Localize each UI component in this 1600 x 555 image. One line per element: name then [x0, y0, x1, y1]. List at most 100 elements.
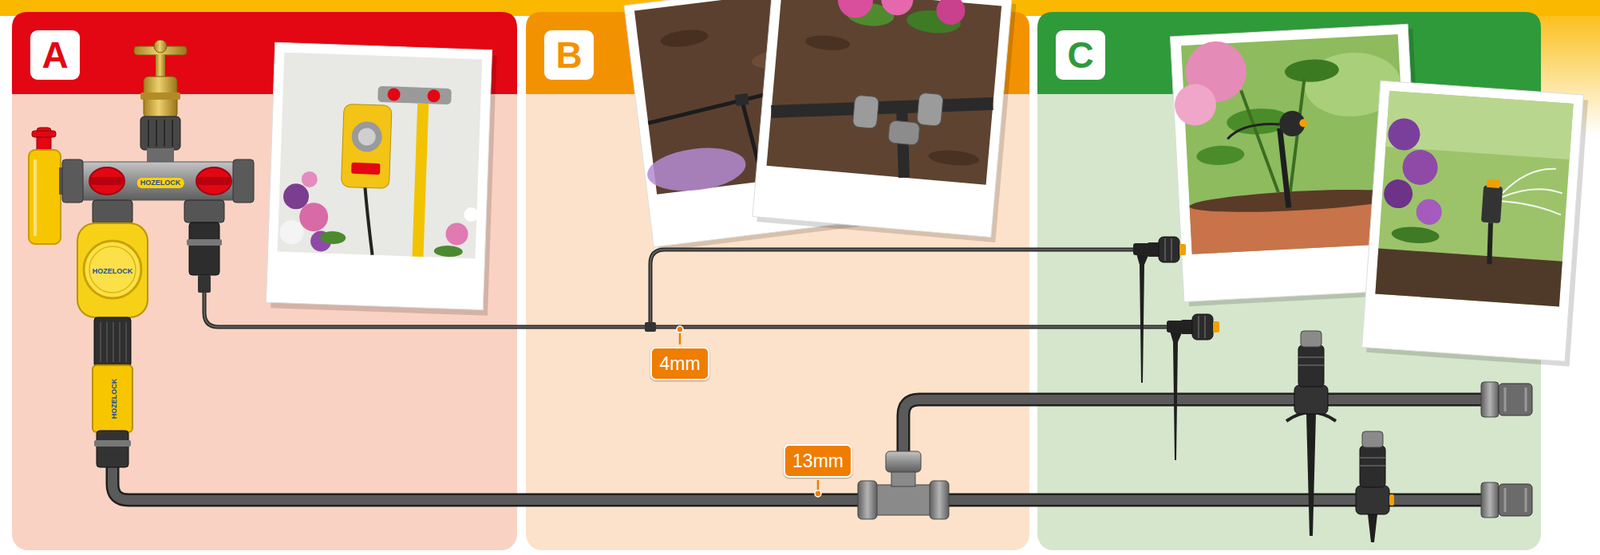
dripper — [1158, 237, 1180, 263]
end-cap — [1498, 484, 1533, 517]
dripper — [1166, 314, 1220, 461]
outdoor-tap — [140, 116, 181, 151]
outdoor-tap — [155, 54, 166, 79]
spray-head — [1362, 431, 1383, 448]
photo-pipe-fittings — [888, 120, 921, 146]
end-cap — [1481, 382, 1533, 518]
photo-timer — [320, 230, 347, 245]
outlet-connector — [186, 239, 222, 246]
splitter — [89, 167, 125, 195]
end-cap — [1505, 387, 1526, 412]
outdoor-tap — [148, 119, 173, 147]
end-cap — [1481, 482, 1499, 518]
leader-dot — [676, 326, 684, 333]
photo-sprayer-bed — [1501, 165, 1565, 215]
photo-timer — [363, 187, 376, 255]
filter — [28, 150, 61, 245]
water-timer — [89, 246, 136, 293]
brand-logo: HOZELOCK — [110, 379, 119, 420]
tee-connector — [929, 481, 949, 520]
tee-connector — [857, 481, 878, 520]
photo-pipe-fittings — [770, 84, 993, 131]
hose-4mm — [204, 291, 1183, 328]
photo-pipe-fittings — [928, 148, 980, 168]
photo-timer — [277, 52, 483, 260]
photo-dripper-pot — [1280, 128, 1289, 209]
splitter — [196, 177, 232, 186]
hose-4mm — [204, 291, 1183, 328]
spray-head — [1286, 331, 1336, 537]
label-anchor: HOZELOCK — [92, 262, 134, 277]
photo-dripper-pot — [1240, 79, 1311, 194]
splitter — [196, 167, 232, 195]
photo-dripper-pot — [1196, 144, 1245, 166]
splitter — [233, 159, 254, 203]
splitter — [62, 159, 83, 203]
hose-4mm — [644, 322, 656, 332]
photo-timer — [351, 162, 380, 175]
photo-pipe-fittings — [751, 0, 1017, 243]
splitter — [66, 161, 250, 201]
photo-sprayer-bed — [1386, 117, 1422, 152]
dripper — [1192, 314, 1213, 340]
spray-head — [1359, 446, 1386, 488]
photo-timer — [412, 103, 430, 257]
spray-head — [1300, 331, 1322, 348]
spray-head — [1298, 345, 1324, 388]
panel: A — [11, 11, 518, 551]
photo-timer — [434, 244, 463, 257]
brand-logo: HOZELOCK — [137, 177, 185, 189]
photo-pipe-soil — [734, 93, 750, 107]
dripper — [1165, 238, 1172, 261]
photo-pipe-soil — [644, 142, 748, 197]
photo-timer — [299, 202, 329, 233]
label-anchor: HOZELOCK — [137, 173, 185, 189]
panel-letter: A — [30, 30, 80, 80]
photo-timer — [463, 207, 479, 223]
photo-timer — [387, 87, 401, 102]
water-timer — [77, 200, 148, 468]
tee-connector — [873, 485, 933, 516]
photo-sprayer-bed — [1374, 248, 1562, 308]
outlet-connector — [184, 200, 225, 293]
hose-13mm — [112, 399, 1491, 501]
outdoor-tap — [154, 39, 167, 53]
photo-timer — [377, 86, 452, 105]
photo-timer — [445, 222, 469, 246]
water-timer — [96, 430, 129, 468]
splitter — [62, 159, 254, 203]
end-cap — [1481, 382, 1499, 418]
water-timer — [83, 240, 142, 299]
spray-head — [1294, 385, 1328, 415]
photo-pipe-soil — [659, 27, 710, 50]
spray-head — [1298, 357, 1324, 366]
dimension-callout: 13mm — [783, 444, 853, 479]
photo-dripper-pot — [1299, 118, 1308, 128]
photo-timer — [265, 42, 492, 310]
water-timer — [94, 317, 131, 368]
outdoor-tap — [140, 92, 181, 100]
dimension-text: 13mm — [783, 444, 853, 479]
photo-pipe-fittings — [880, 0, 915, 17]
photo-sprayer-bed — [1385, 90, 1573, 160]
outdoor-tap — [134, 39, 187, 165]
water-timer — [92, 365, 133, 433]
photo-sprayer-bed — [1486, 179, 1501, 189]
outlet-connector — [184, 200, 225, 223]
photo-sprayer-bed — [1481, 185, 1503, 225]
tee-connector — [857, 451, 949, 520]
spray-head — [1355, 485, 1390, 515]
filter — [33, 159, 37, 237]
end-cap — [1505, 488, 1526, 513]
panel-a-shape — [11, 11, 518, 551]
panel: B4mm13mm — [525, 11, 1030, 551]
leader-dot — [814, 490, 822, 498]
photo-timer — [265, 42, 497, 316]
spray-head — [1306, 414, 1316, 537]
photo-timer — [300, 171, 318, 189]
photo-sprayer-bed — [1390, 225, 1440, 245]
water-timer — [77, 223, 148, 318]
panel: C — [1037, 11, 1541, 551]
water-timer — [100, 322, 127, 363]
photo-timer — [426, 89, 441, 103]
